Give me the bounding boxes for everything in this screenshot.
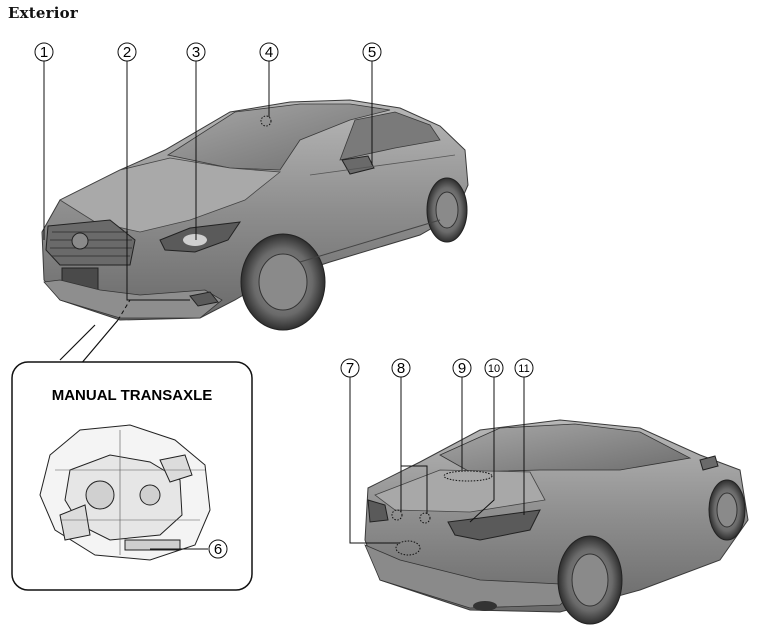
callout-9-label: 9 — [458, 360, 466, 377]
leader-lines — [43, 61, 525, 550]
callout-11-label: 11 — [518, 363, 529, 375]
callout-6-label: 6 — [214, 541, 222, 558]
callout-11: 11 — [514, 358, 534, 378]
callout-6: 6 — [208, 539, 228, 559]
callout-5: 5 — [362, 42, 382, 62]
callout-1: 1 — [34, 42, 54, 62]
callout-4: 4 — [259, 42, 279, 62]
callout-10: 10 — [484, 358, 504, 378]
manual-transaxle-inset: MANUAL TRANSAXLE — [11, 299, 253, 591]
inset-title: MANUAL TRANSAXLE — [52, 387, 213, 404]
callout-7-label: 7 — [346, 360, 354, 377]
callout-3: 3 — [186, 42, 206, 62]
callout-2-label: 2 — [123, 44, 131, 61]
callout-7: 7 — [340, 358, 360, 378]
callout-3-label: 3 — [192, 44, 200, 61]
callout-5-label: 5 — [368, 44, 376, 61]
callout-2: 2 — [117, 42, 137, 62]
rear-car-illustration — [364, 419, 749, 625]
front-car-illustration — [41, 99, 469, 331]
callout-9: 9 — [452, 358, 472, 378]
section-title: Exterior — [8, 4, 78, 22]
callout-1-label: 1 — [40, 44, 48, 61]
callout-4-label: 4 — [265, 44, 273, 61]
callout-8: 8 — [391, 358, 411, 378]
callout-8-label: 8 — [397, 360, 405, 377]
callout-10-label: 10 — [488, 363, 500, 375]
